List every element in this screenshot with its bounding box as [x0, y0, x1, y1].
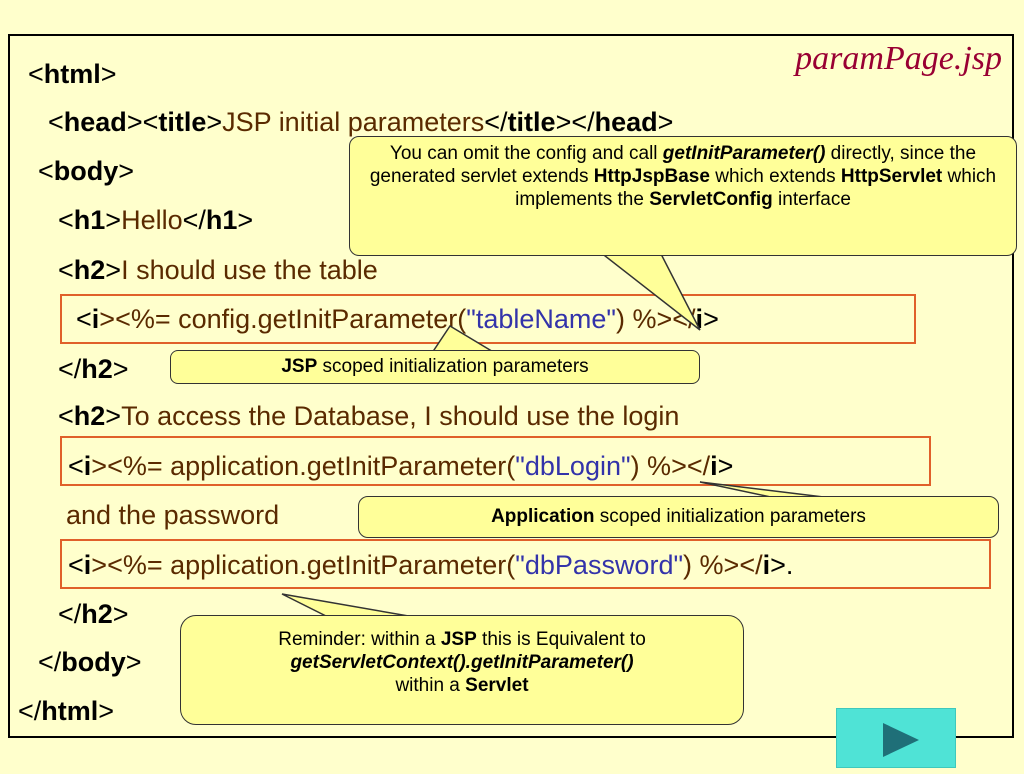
code-line-h2-close-1: </h2>	[58, 354, 129, 384]
code-line-h1: <h1>Hello</h1>	[58, 205, 254, 235]
callout-pointer-servlet-config	[597, 251, 701, 331]
code-line-h2-table: <h2>I should use the table	[58, 255, 378, 285]
callout-app-scoped: Application scoped initialization parame…	[358, 496, 999, 538]
callout-reminder: Reminder: within a JSP this is Equivalen…	[180, 615, 744, 725]
highlight-box-table-name	[60, 294, 916, 344]
play-arrow-icon	[883, 723, 919, 757]
callout-jsp-scoped: JSP scoped initialization parameters	[170, 350, 700, 384]
code-line-body-close: </body>	[38, 647, 142, 677]
callout-servlet-config: You can omit the config and call getInit…	[349, 136, 1017, 256]
code-line-password-text: and the password	[66, 500, 280, 530]
file-name: paramPage.jsp	[795, 40, 1002, 77]
highlight-box-db-password	[60, 539, 991, 589]
next-slide-button[interactable]	[836, 708, 956, 768]
code-line-config-expression: <i><%= config.getInitParameter("tableNam…	[76, 304, 719, 334]
code-line-h2-database: <h2>To access the Database, I should use…	[58, 401, 680, 431]
code-line-html-close: </html>	[18, 696, 115, 726]
code-line-db-login-expression: <i><%= application.getInitParameter("dbL…	[68, 451, 734, 481]
highlight-box-db-login	[60, 436, 931, 486]
code-line-db-password-expression: <i><%= application.getInitParameter("dbP…	[68, 550, 794, 580]
code-line-h2-close-2: </h2>	[58, 599, 129, 629]
code-line-head: <head><title>JSP initial parameters</tit…	[48, 107, 674, 137]
code-line-html-open: <html>	[28, 59, 117, 89]
code-line-body-open: <body>	[38, 156, 135, 186]
